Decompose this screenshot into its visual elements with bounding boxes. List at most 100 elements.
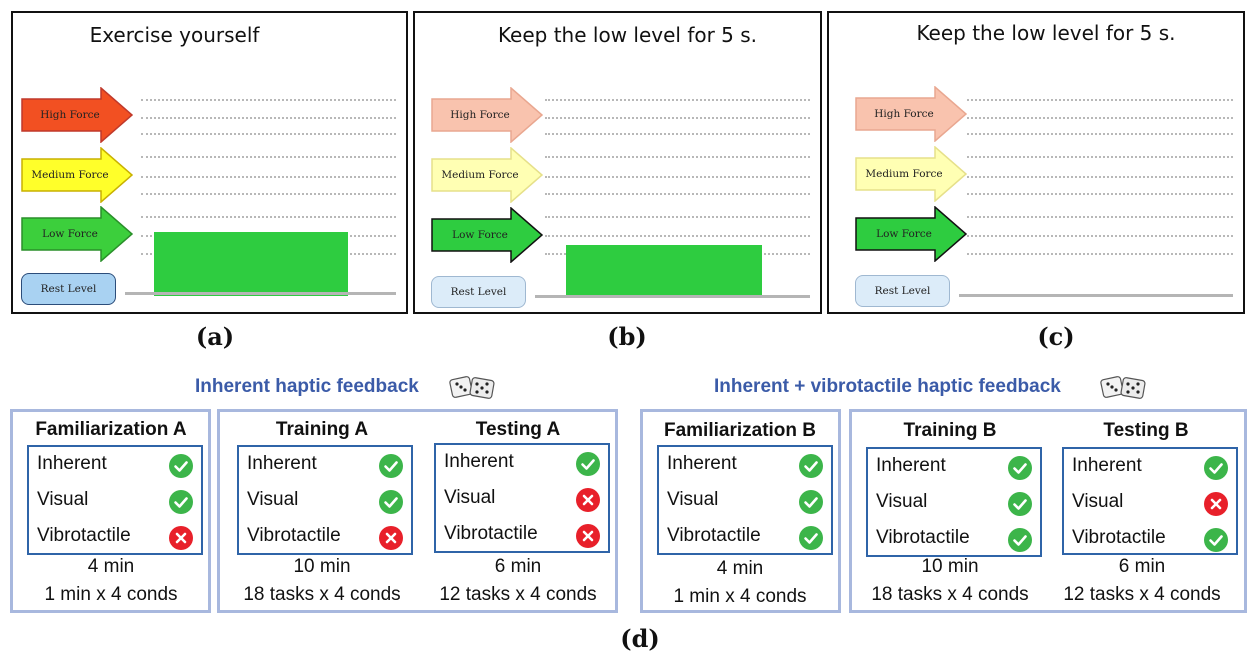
cross-icon (379, 526, 403, 550)
phase-detail: 18 tasks x 4 conds (871, 584, 1029, 605)
modality-label: Inherent (667, 453, 737, 474)
check-icon (799, 454, 823, 478)
modality-label: Visual (37, 489, 89, 510)
medium-force-arrow: Medium Force (431, 147, 543, 203)
phase-duration: 4 min (87, 556, 135, 577)
low-force-arrow: Low Force (431, 207, 543, 263)
modality-label: Vibrotactile (1072, 527, 1166, 548)
modality-row: Inherent (1064, 451, 1236, 485)
modality-row: Visual (436, 483, 608, 517)
guide-line (545, 117, 810, 119)
arrow-label: High Force (874, 108, 934, 120)
guide-line (967, 216, 1233, 218)
cross-icon (576, 488, 600, 512)
screen-panel-a: Exercise yourself High Force Medium Forc… (11, 11, 408, 314)
phase-duration: 4 min (716, 558, 764, 579)
modality-label: Vibrotactile (667, 525, 761, 546)
check-icon (1204, 528, 1228, 552)
screen-panel-c: Keep the low level for 5 s. High Force M… (827, 11, 1245, 314)
medium-force-arrow: Medium Force (21, 147, 133, 203)
modality-label: Visual (876, 491, 928, 512)
guide-line (967, 133, 1233, 135)
guide-line (545, 216, 810, 218)
guide-line (545, 193, 810, 195)
modality-row: Inherent (436, 447, 608, 481)
check-icon (1008, 528, 1032, 552)
check-icon (1008, 456, 1032, 480)
phase-duration: 10 min (293, 556, 351, 577)
modality-row: Inherent (868, 451, 1040, 485)
low-force-arrow: Low Force (855, 206, 967, 262)
guide-line (967, 193, 1233, 195)
guide-line (967, 117, 1233, 119)
check-icon (576, 452, 600, 476)
check-icon (169, 454, 193, 478)
check-icon (1204, 456, 1228, 480)
modality-row: Vibrotactile (1064, 523, 1236, 557)
phase-detail: 18 tasks x 4 conds (243, 584, 401, 605)
arrow-label: Medium Force (31, 169, 109, 181)
group-title-inherent: Inherent haptic feedback (195, 376, 419, 397)
phase-title: Training A (275, 419, 369, 440)
phase-detail: 12 tasks x 4 conds (439, 584, 597, 605)
panel-caption: (a) (195, 322, 235, 351)
check-icon (799, 526, 823, 550)
modality-label: Inherent (444, 451, 514, 472)
phase-title: Testing A (475, 419, 561, 440)
modality-row: Visual (868, 487, 1040, 521)
screen-title: Exercise yourself (89, 23, 260, 47)
guide-line (545, 176, 810, 178)
modality-row: Vibrotactile (239, 521, 411, 555)
rest-level-box: Rest Level (21, 273, 116, 305)
check-icon (169, 490, 193, 514)
cross-icon (1204, 492, 1228, 516)
panel-caption: (c) (1037, 322, 1075, 351)
phase-duration: 10 min (921, 556, 979, 577)
guide-line (545, 156, 810, 158)
modality-label: Vibrotactile (876, 527, 970, 548)
panel-caption: (d) (620, 624, 660, 653)
force-level-bar (566, 245, 762, 297)
modality-row: Visual (29, 485, 201, 519)
guide-line (545, 235, 810, 237)
rest-level-line (959, 294, 1233, 297)
modality-label: Inherent (1072, 455, 1142, 476)
modality-row: Inherent (659, 449, 831, 483)
force-level-bar (154, 232, 348, 296)
cross-icon (576, 524, 600, 548)
check-icon (379, 454, 403, 478)
check-icon (799, 490, 823, 514)
modality-label: Inherent (876, 455, 946, 476)
dice-icon (449, 374, 499, 400)
modality-row: Visual (1064, 487, 1236, 521)
modality-row: Vibrotactile (868, 523, 1040, 557)
guide-line (967, 176, 1233, 178)
modality-row: Vibrotactile (29, 521, 201, 555)
screen-panel-b: Keep the low level for 5 s. High Force M… (413, 11, 822, 314)
check-icon (379, 490, 403, 514)
modality-label: Inherent (37, 453, 107, 474)
guide-line (141, 193, 396, 195)
check-icon (1008, 492, 1032, 516)
phase-detail: 1 min x 4 conds (44, 584, 178, 605)
guide-line (545, 133, 810, 135)
phase-detail: 1 min x 4 conds (673, 586, 807, 607)
arrow-label: High Force (40, 109, 100, 121)
high-force-arrow: High Force (431, 87, 543, 143)
arrow-label: Low Force (42, 228, 98, 240)
screen-title: Keep the low level for 5 s. (497, 23, 758, 47)
phase-title: Testing B (1103, 420, 1189, 441)
guide-line (141, 99, 396, 101)
modality-label: Visual (247, 489, 299, 510)
panel-caption: (b) (607, 322, 647, 351)
modality-label: Visual (667, 489, 719, 510)
guide-line (967, 156, 1233, 158)
guide-line (141, 133, 396, 135)
guide-line (545, 99, 810, 101)
phase-duration: 6 min (1118, 556, 1166, 577)
arrow-label: High Force (450, 109, 510, 121)
